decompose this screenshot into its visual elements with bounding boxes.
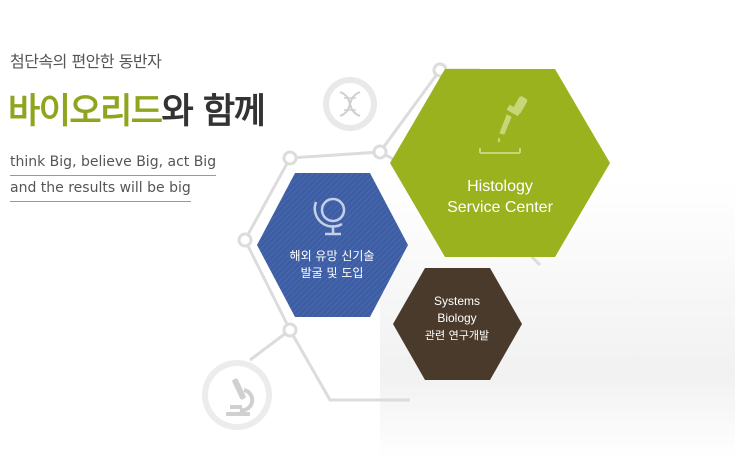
overseas-line-2: 발굴 및 도입 [300, 266, 364, 280]
tagline-line-1: think Big, believe Big, act Big [10, 150, 217, 176]
hexagon-overseas[interactable] [257, 173, 408, 317]
hero-subtitle: 첨단속의 편안한 동반자 [10, 52, 162, 71]
overseas-line-1: 해외 유망 신기술 [289, 249, 375, 263]
pipette-icon [479, 96, 528, 154]
overseas-label: 해외 유망 신기술 발굴 및 도입 [272, 248, 392, 282]
brand-name: 바이오리드 [8, 92, 163, 132]
systems-label: Systems Biology 관련 연구개발 [398, 293, 516, 344]
histology-line-2: Service Center [447, 199, 553, 216]
hexagon-histology[interactable] [390, 69, 610, 257]
tagline-line-2: and the results will be big [10, 176, 191, 202]
histology-label: Histology Service Center [430, 176, 570, 218]
systems-line-3: 관련 연구개발 [424, 329, 490, 342]
hero-title: 바이오리드와 함께 [8, 83, 266, 134]
hero-tagline: think Big, believe Big, act Big and the … [10, 150, 217, 202]
connector-nodes [237, 62, 448, 338]
dna-icon [323, 77, 377, 131]
systems-line-1: Systems [433, 294, 480, 308]
microscope-icon [202, 360, 272, 430]
histology-line-1: Histology [467, 178, 533, 195]
hexagon-systems-biology[interactable] [393, 268, 522, 380]
globe-icon [313, 197, 346, 236]
title-suffix: 와 함께 [161, 92, 266, 132]
systems-line-2: Biology [437, 311, 477, 325]
